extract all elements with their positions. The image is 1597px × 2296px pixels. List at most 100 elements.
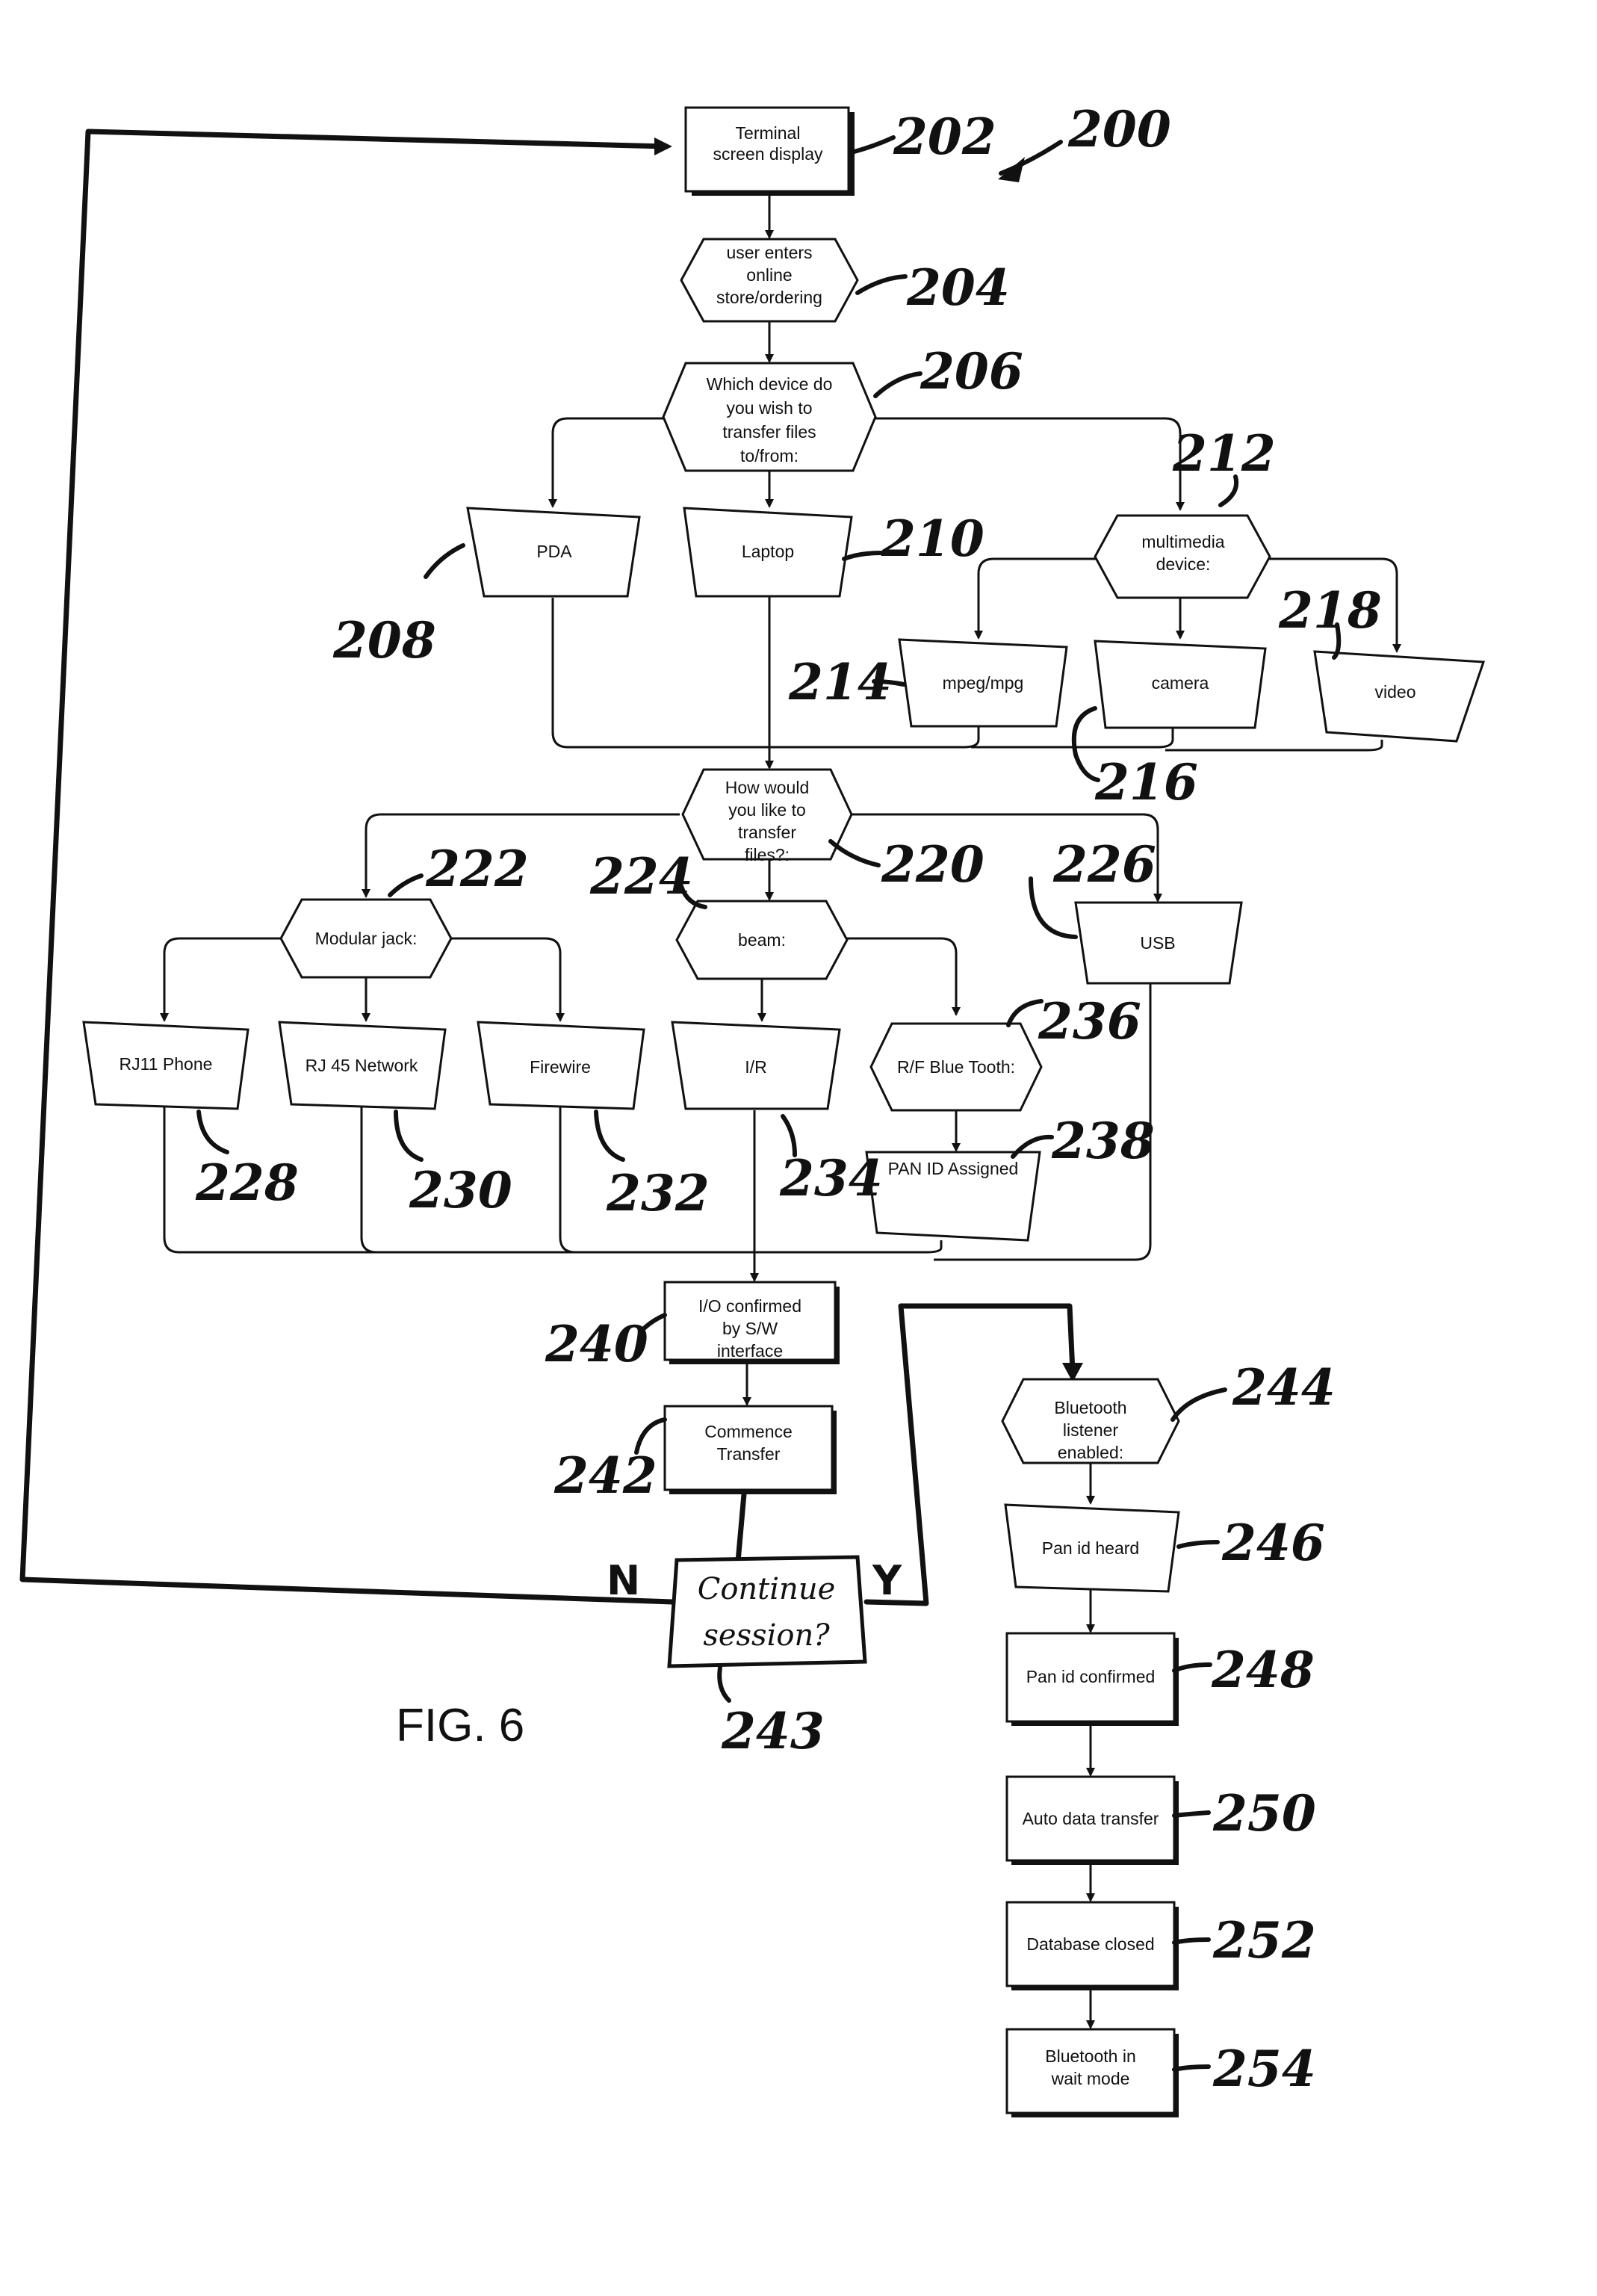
ref-226: 226 <box>1052 835 1156 894</box>
node-246-label: Pan id heard <box>1042 1538 1139 1558</box>
reference-numerals: 200 202 204 206 208 210 212 214 216 218 … <box>195 100 1382 2098</box>
ref-230: 230 <box>409 1161 512 1219</box>
node-rf-bluetooth <box>869 1022 1043 1112</box>
node-254-label: Bluetooth in wait mode <box>1045 2046 1135 2088</box>
node-mpeg <box>898 638 1068 728</box>
ref-254: 254 <box>1212 2040 1316 2098</box>
node-firewire <box>477 1021 645 1110</box>
ref-206: 206 <box>920 342 1023 400</box>
ref-242: 242 <box>553 1446 657 1505</box>
node-label-line: transfer <box>738 823 796 842</box>
node-label-line: you wish to <box>726 398 812 418</box>
node-238-label: PAN ID Assigned <box>888 1159 1019 1178</box>
node-io-confirmed <box>663 1281 837 1361</box>
node-user-enters-store <box>680 238 859 323</box>
node-label-line: screen display <box>713 144 823 164</box>
node-label-line: Terminal <box>736 123 801 143</box>
node-label-line: listener <box>1063 1420 1118 1440</box>
node-how-transfer <box>681 768 853 861</box>
node-label-line: by S/W <box>722 1319 778 1338</box>
node-label-line: interface <box>717 1341 783 1361</box>
ref-210: 210 <box>881 510 984 568</box>
node-234-label: I/R <box>745 1057 766 1077</box>
ref-232: 232 <box>606 1164 710 1222</box>
node-label-line: Commence <box>704 1422 793 1441</box>
node-pan-id-assigned <box>865 1151 1041 1242</box>
ref-202: 202 <box>893 108 996 166</box>
node-label-line: you like to <box>728 800 806 820</box>
node-modular-jack <box>279 898 453 979</box>
node-208-label: PDA <box>536 542 572 561</box>
node-214-label: mpeg/mpg <box>943 673 1024 693</box>
ref-240: 240 <box>545 1315 648 1373</box>
ref-224: 224 <box>589 847 693 906</box>
node-212-label: multimedia device: <box>1141 532 1224 574</box>
node-240-label: I/O confirmed by S/W interface <box>698 1296 801 1361</box>
node-which-device <box>662 362 877 472</box>
node-usb <box>1074 901 1243 985</box>
branch-label-no: N <box>607 1557 640 1604</box>
node-243-label: Continue session? <box>698 1572 836 1653</box>
node-bluetooth-listener <box>1001 1378 1180 1464</box>
node-label-line: Transfer <box>717 1444 781 1464</box>
node-label-line: multimedia <box>1141 532 1224 551</box>
node-pda <box>466 507 641 598</box>
ref-248: 248 <box>1211 1641 1315 1699</box>
ref-218: 218 <box>1278 581 1382 640</box>
node-label-line: transfer files <box>722 422 816 442</box>
node-label-line: Bluetooth in <box>1045 2046 1135 2066</box>
node-pan-id-heard <box>1004 1503 1180 1593</box>
node-ir <box>671 1021 841 1110</box>
node-252-label: Database closed <box>1026 1934 1154 1954</box>
node-terminal-screen-display <box>684 106 850 193</box>
ref-214: 214 <box>788 653 892 711</box>
node-label-line: wait mode <box>1051 2069 1130 2088</box>
node-label-line: files?: <box>745 845 790 864</box>
node-250-label: Auto data transfer <box>1023 1809 1159 1828</box>
node-210-label: Laptop <box>742 542 794 561</box>
node-label-line: to/from: <box>740 446 798 465</box>
ref-246: 246 <box>1221 1514 1325 1572</box>
node-rj45 <box>278 1021 447 1110</box>
ref-212: 212 <box>1172 424 1276 483</box>
node-226-label: USB <box>1140 933 1175 953</box>
node-label-line: session? <box>703 1618 830 1653</box>
ref-243: 243 <box>721 1702 825 1760</box>
node-laptop <box>683 507 853 598</box>
node-232-label: Firewire <box>530 1057 591 1077</box>
leader-lines <box>196 135 1342 2072</box>
node-camera <box>1094 640 1267 729</box>
ref-238: 238 <box>1051 1112 1155 1170</box>
node-label-line: Continue <box>698 1572 836 1606</box>
ref-222: 222 <box>425 840 529 898</box>
ref-236: 236 <box>1038 992 1141 1050</box>
node-label-line: Bluetooth <box>1054 1398 1126 1417</box>
node-label-line: device: <box>1156 554 1211 574</box>
ref-216: 216 <box>1094 753 1198 811</box>
node-video <box>1313 650 1486 743</box>
node-218-label: video <box>1375 682 1416 702</box>
ref-200: 200 <box>1067 100 1171 158</box>
node-230-label: RJ 45 Network <box>306 1056 418 1075</box>
node-database-closed <box>1005 1901 1176 1987</box>
ref-234: 234 <box>779 1149 883 1207</box>
node-248-label: Pan id confirmed <box>1026 1667 1156 1686</box>
node-beam <box>675 900 849 980</box>
ref-208: 208 <box>332 611 436 669</box>
ref-220: 220 <box>881 835 984 894</box>
node-228-label: RJ11 Phone <box>120 1054 213 1074</box>
node-bluetooth-wait-mode <box>1005 2028 1176 2114</box>
node-label-line: I/O confirmed <box>698 1296 801 1316</box>
ref-252: 252 <box>1212 1911 1316 1969</box>
figure-label: FIG. 6 <box>396 1700 524 1751</box>
node-label-line: online <box>746 265 792 285</box>
node-pan-id-confirmed <box>1005 1632 1176 1723</box>
node-label-line: user enters <box>726 243 812 262</box>
